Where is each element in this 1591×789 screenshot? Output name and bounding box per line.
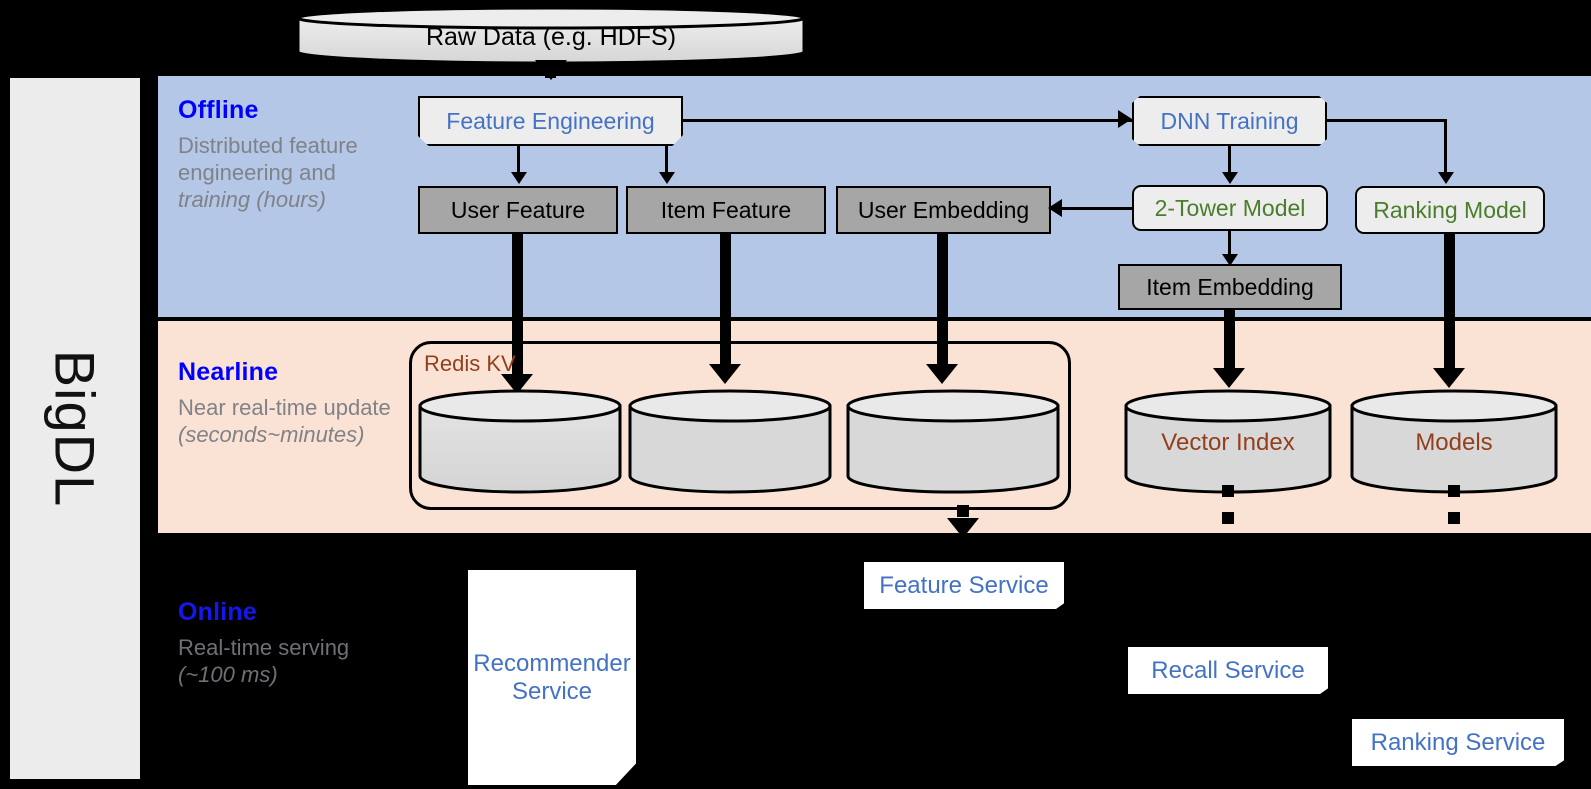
offline-title: Offline <box>178 96 259 124</box>
arrowhead-fe-dnn <box>1118 110 1132 128</box>
user-embedding-box[interactable]: User Embedding <box>836 186 1051 234</box>
offline-heading: Offline Distributed feature engineering … <box>178 96 393 213</box>
dnn-training-label: DNN Training <box>1160 107 1299 134</box>
raw-data-cylinder: Raw Data (e.g. HDFS) <box>296 6 806 65</box>
redis-kv-label: Redis KV <box>424 351 516 376</box>
raw-data-label: Raw Data (e.g. HDFS) <box>425 22 677 51</box>
feature-service-box[interactable]: Feature Service <box>864 562 1064 609</box>
user-feature-label: User Feature <box>450 196 586 223</box>
redis-kv-container <box>409 341 1071 510</box>
models-label: Models <box>1415 429 1493 457</box>
bigdl-label: BigDL <box>43 349 107 508</box>
item-embedding-label: Item Embedding <box>1146 273 1314 300</box>
two-tower-model-box[interactable]: 2-Tower Model <box>1132 185 1328 231</box>
connector-dnn-ranking-h <box>1327 119 1447 122</box>
ranking-service-box[interactable]: Ranking Service <box>1352 719 1564 766</box>
pipe-itemfeature-kv <box>720 234 731 376</box>
connector-fe-userfeature <box>517 146 520 174</box>
arrowhead-itemembedding-vectorindex <box>1213 368 1245 388</box>
item-feature-label: Item Feature <box>660 196 792 223</box>
arrowhead-userfeature-kv <box>501 374 533 394</box>
kv-cylinder-2 <box>628 388 832 494</box>
ranking-service-label: Ranking Service <box>1370 728 1546 756</box>
feature-engineering-label: Feature Engineering <box>446 107 655 134</box>
online-title: Online <box>178 598 257 626</box>
arrowhead-fe-itemfeature <box>659 172 675 184</box>
arrowhead-kv-featureservice <box>947 518 979 538</box>
online-desc: Real-time serving (~100 ms) <box>178 635 350 687</box>
vector-index-label: Vector Index <box>1161 429 1295 457</box>
arrowhead-dnn-ranking <box>1438 172 1454 184</box>
item-embedding-box[interactable]: Item Embedding <box>1118 264 1342 310</box>
bigdl-sidebar: BigDL <box>8 76 142 781</box>
dashed-stub-kv-featureservice <box>957 505 969 517</box>
nearline-heading: Nearline Near real-time update (seconds~… <box>178 358 393 449</box>
dashed-stub-vectorindex-1 <box>1222 485 1234 497</box>
arrowhead-rankingmodel-models <box>1433 368 1465 388</box>
item-feature-box[interactable]: Item Feature <box>626 186 826 234</box>
offline-desc: Distributed feature engineering and trai… <box>178 133 358 212</box>
connector-twotower-userembedding <box>1060 207 1134 210</box>
recommender-service-box[interactable]: Recommender Service <box>468 570 636 785</box>
two-tower-model-label: 2-Tower Model <box>1154 194 1306 221</box>
connector-fe-dnn <box>683 119 1132 122</box>
pipe-itemembedding-vectorindex <box>1224 310 1235 376</box>
recall-service-label: Recall Service <box>1151 656 1305 684</box>
recall-service-box[interactable]: Recall Service <box>1128 647 1328 694</box>
arrowhead-itemfeature-kv <box>709 364 741 384</box>
recommender-service-label: Recommender Service <box>473 649 631 705</box>
user-embedding-label: User Embedding <box>857 196 1030 223</box>
pipe-userfeature-kv <box>512 234 523 386</box>
arrowhead-dnn-twotower <box>1222 172 1238 184</box>
arrowhead-userembedding-kv <box>926 364 958 384</box>
ranking-model-box[interactable]: Ranking Model <box>1355 186 1545 234</box>
vector-index-cylinder: Vector Index <box>1124 388 1332 494</box>
nearline-desc: Near real-time update (seconds~minutes) <box>178 395 391 447</box>
dnn-training-box[interactable]: DNN Training <box>1132 96 1327 146</box>
arrowhead-fe-userfeature <box>511 172 527 184</box>
user-feature-box[interactable]: User Feature <box>418 186 618 234</box>
feature-engineering-box[interactable]: Feature Engineering <box>418 96 683 146</box>
kv-cylinder-3 <box>846 388 1060 494</box>
dashed-stub-models-1 <box>1448 485 1460 497</box>
models-cylinder: Models <box>1350 388 1558 494</box>
kv-cylinder-1 <box>418 388 622 494</box>
arrowhead-rawdata-fe <box>535 60 567 80</box>
dashed-stub-models-2 <box>1448 512 1460 524</box>
connector-twotower-itemembedding <box>1228 231 1231 258</box>
nearline-title: Nearline <box>178 358 279 386</box>
dashed-stub-vectorindex-2 <box>1222 512 1234 524</box>
connector-fe-itemfeature <box>665 146 668 174</box>
pipe-rankingmodel-models <box>1444 234 1455 376</box>
feature-service-label: Feature Service <box>879 571 1049 599</box>
connector-dnn-ranking-v <box>1444 119 1447 174</box>
arrowhead-twotower-userembedding <box>1048 199 1062 217</box>
connector-dnn-twotower <box>1228 146 1231 174</box>
pipe-userembedding-kv <box>937 234 948 376</box>
ranking-model-label: Ranking Model <box>1373 196 1527 223</box>
online-heading: Online Real-time serving (~100 ms) <box>178 598 393 689</box>
arrowhead-twotower-itemembedding <box>1222 254 1238 266</box>
